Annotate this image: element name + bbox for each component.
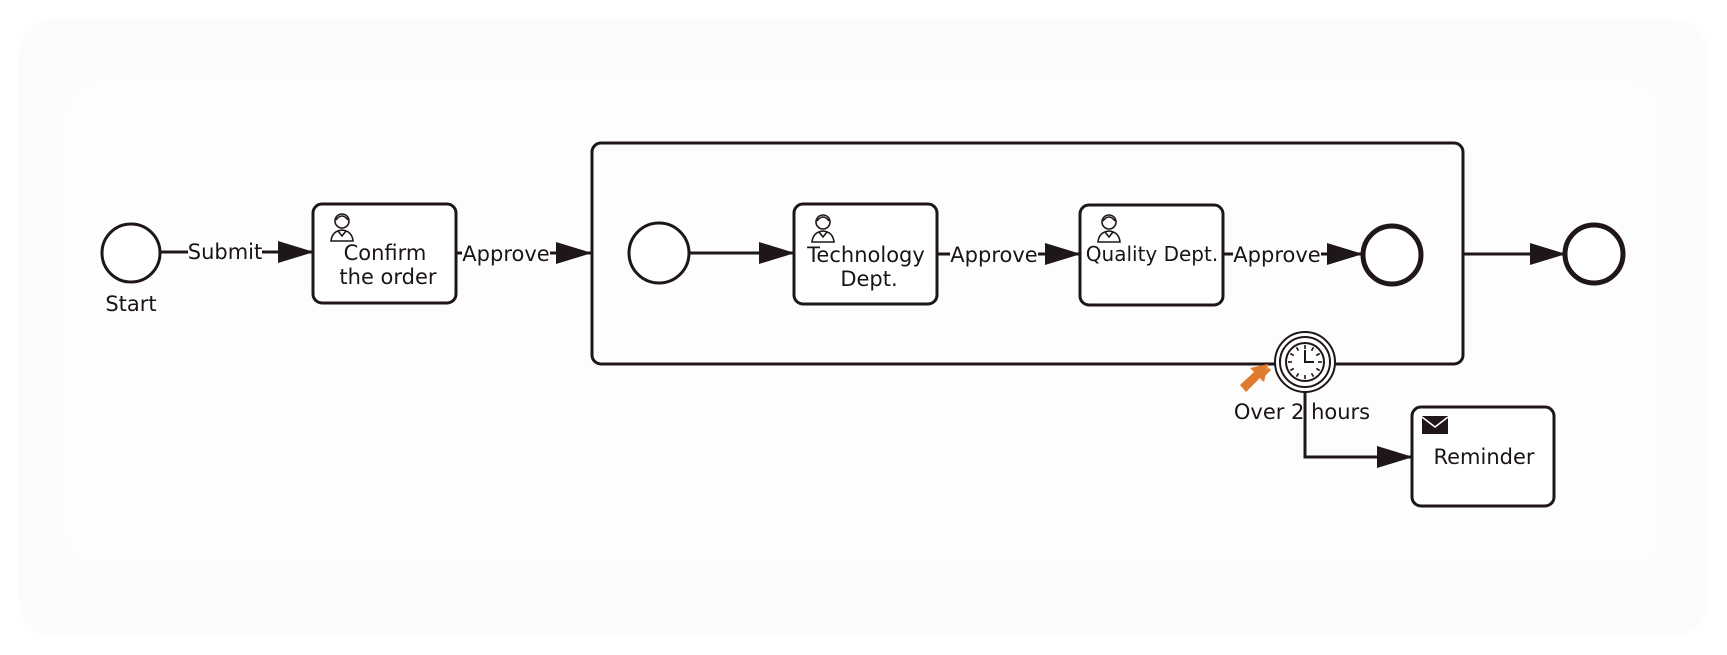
task-confirm-order[interactable]: Confirm the order: [311, 202, 458, 305]
flow-label-bg: [950, 241, 1038, 269]
task-technology-dept[interactable]: Technology Dept.: [792, 202, 939, 306]
subprocess-end-event[interactable]: [1360, 223, 1424, 287]
envelope-icon: [1421, 416, 1449, 434]
flow-label-submit: Submit: [188, 240, 263, 264]
user-task-icon: [330, 213, 354, 242]
user-task-icon: [811, 214, 835, 243]
user-task-icon: [1097, 214, 1121, 243]
start-event[interactable]: [100, 222, 162, 284]
subprocess-start-event[interactable]: [627, 221, 691, 285]
flow-label-bg: [188, 238, 262, 266]
flow-label-bg: [1233, 241, 1321, 269]
task-label: the order: [339, 265, 437, 289]
clock-icon: [1285, 342, 1325, 382]
flow-label-approve: Approve: [462, 242, 549, 266]
task-quality-dept[interactable]: Quality Dept.: [1078, 203, 1225, 307]
pointer-arrow-icon: [1240, 364, 1268, 392]
boundary-timer-event[interactable]: [1274, 331, 1336, 393]
diagram-canvas: [64, 80, 1663, 564]
flow-label-approve: Approve: [950, 243, 1037, 267]
flow-label-bg: [462, 240, 550, 268]
flow-timer-to-reminder[interactable]: [1303, 390, 1413, 468]
start-event-label: Start: [105, 292, 156, 316]
end-event[interactable]: [1562, 222, 1626, 286]
subprocess[interactable]: [590, 141, 1465, 366]
task-label: Reminder: [1433, 445, 1534, 469]
flow-label-approve: Approve: [1233, 243, 1320, 267]
task-label: Quality Dept.: [1086, 242, 1218, 266]
task-reminder[interactable]: Reminder: [1410, 405, 1556, 508]
task-label: Technology: [806, 243, 925, 267]
task-label: Confirm: [344, 241, 427, 265]
task-label: Dept.: [840, 267, 897, 291]
timer-label: Over 2 hours: [1234, 400, 1370, 424]
